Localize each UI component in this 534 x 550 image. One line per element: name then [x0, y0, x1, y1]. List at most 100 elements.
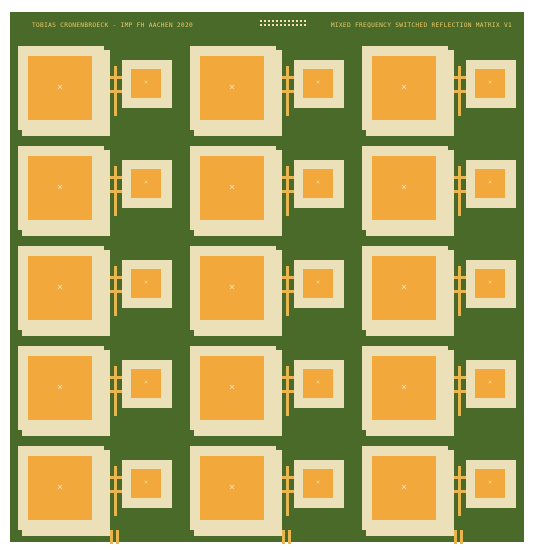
small-patch-pad: ×	[131, 269, 161, 298]
matrix-cell: ××	[190, 46, 345, 136]
large-patch-frame: ×	[190, 146, 282, 236]
matrix-cell: ××	[18, 246, 173, 336]
frame-notch	[276, 146, 282, 150]
large-patch-pad: ×	[28, 456, 92, 520]
frame-notch	[448, 146, 454, 150]
large-patch-frame: ×	[362, 446, 454, 536]
matrix-cell: ××	[362, 46, 517, 136]
center-mark: ×	[316, 179, 320, 186]
matrix-cell: ××	[18, 346, 173, 436]
connector-dot	[288, 24, 290, 26]
small-patch-frame: ×	[466, 160, 516, 208]
frame-notch	[104, 346, 110, 350]
large-patch-pad: ×	[372, 156, 436, 220]
feed-trace	[114, 366, 117, 416]
small-patch-frame: ×	[294, 160, 344, 208]
small-patch-pad: ×	[303, 269, 333, 298]
large-patch-pad: ×	[372, 56, 436, 120]
center-mark: ×	[56, 282, 64, 293]
connector-dot-row	[260, 20, 310, 30]
connector-dot	[268, 24, 270, 26]
center-mark: ×	[400, 182, 408, 193]
center-mark: ×	[488, 79, 492, 86]
feed-trace	[286, 66, 289, 116]
center-mark: ×	[488, 379, 492, 386]
frame-notch	[104, 146, 110, 150]
connector-dot	[272, 20, 274, 22]
connector-dot	[292, 24, 294, 26]
frame-notch	[362, 130, 366, 136]
small-patch-frame: ×	[122, 460, 172, 508]
frame-notch	[190, 230, 194, 236]
connector-dot	[296, 24, 298, 26]
center-mark: ×	[400, 282, 408, 293]
small-patch-pad: ×	[475, 269, 505, 298]
small-patch-frame: ×	[122, 260, 172, 308]
feed-trace	[114, 66, 117, 116]
small-patch-pad: ×	[303, 169, 333, 198]
small-patch-frame: ×	[294, 360, 344, 408]
frame-notch	[362, 530, 366, 536]
large-patch-pad: ×	[200, 356, 264, 420]
matrix-cell: ××	[362, 146, 517, 236]
small-patch-pad: ×	[475, 469, 505, 498]
small-patch-frame: ×	[294, 260, 344, 308]
connector-dot	[276, 24, 278, 26]
large-patch-frame: ×	[190, 446, 282, 536]
small-patch-frame: ×	[122, 360, 172, 408]
connector-dot	[288, 20, 290, 22]
feed-trace	[286, 366, 289, 416]
feed-trace	[286, 466, 289, 516]
connector-dot	[304, 20, 306, 22]
connector-dot	[296, 20, 298, 22]
feed-trace	[458, 366, 461, 416]
feed-trace	[114, 166, 117, 216]
center-mark: ×	[144, 379, 148, 386]
center-mark: ×	[228, 382, 236, 393]
large-patch-frame: ×	[362, 346, 454, 436]
large-patch-frame: ×	[18, 46, 110, 136]
frame-notch	[448, 446, 454, 450]
feed-trace	[114, 466, 117, 516]
frame-notch	[18, 430, 22, 436]
frame-notch	[18, 230, 22, 236]
frame-notch	[18, 130, 22, 136]
connector-pin	[282, 530, 285, 544]
connector-dot	[276, 20, 278, 22]
center-mark: ×	[488, 179, 492, 186]
small-patch-pad: ×	[131, 169, 161, 198]
connector-dot	[280, 20, 282, 22]
center-mark: ×	[228, 82, 236, 93]
large-patch-frame: ×	[190, 246, 282, 336]
center-mark: ×	[316, 479, 320, 486]
frame-notch	[276, 346, 282, 350]
frame-notch	[190, 430, 194, 436]
small-patch-pad: ×	[475, 169, 505, 198]
connector-dot	[284, 20, 286, 22]
frame-notch	[362, 430, 366, 436]
frame-notch	[362, 330, 366, 336]
large-patch-frame: ×	[362, 246, 454, 336]
connector-dot	[280, 24, 282, 26]
large-patch-pad: ×	[200, 256, 264, 320]
frame-notch	[276, 446, 282, 450]
connector-pin	[116, 530, 119, 544]
matrix-cell: ××	[18, 146, 173, 236]
pcb-board: TOBIAS CRONENBROECK - IMP FH AACHEN 2020…	[10, 12, 524, 544]
frame-notch	[190, 330, 194, 336]
small-patch-pad: ×	[131, 369, 161, 398]
frame-notch	[104, 446, 110, 450]
large-patch-frame: ×	[362, 146, 454, 236]
frame-notch	[18, 330, 22, 336]
center-mark: ×	[144, 179, 148, 186]
connector-dot	[292, 20, 294, 22]
large-patch-pad: ×	[28, 256, 92, 320]
large-patch-pad: ×	[200, 456, 264, 520]
feed-trace	[458, 66, 461, 116]
small-patch-frame: ×	[466, 360, 516, 408]
large-patch-pad: ×	[28, 56, 92, 120]
connector-pin	[454, 530, 457, 544]
small-patch-pad: ×	[303, 469, 333, 498]
feed-trace	[114, 266, 117, 316]
center-mark: ×	[228, 182, 236, 193]
